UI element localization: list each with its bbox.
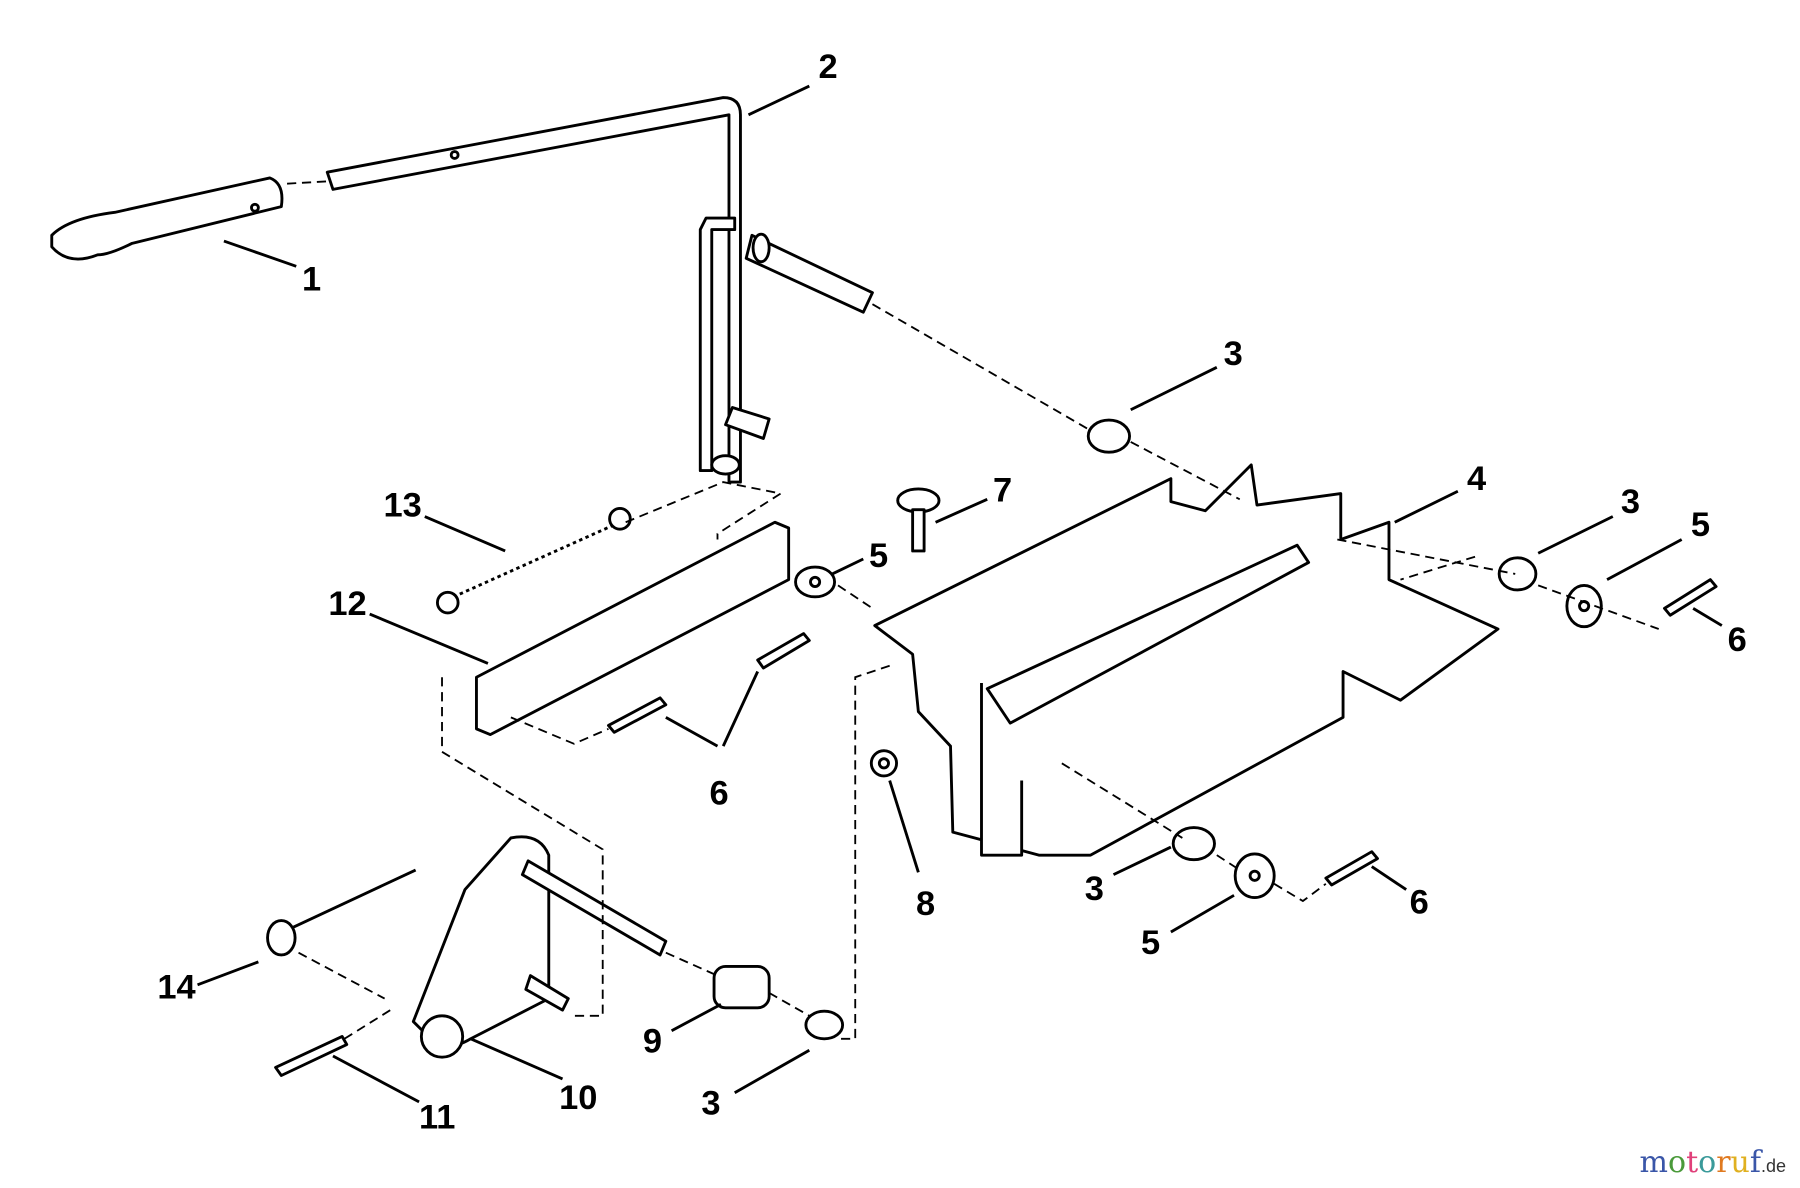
part-cotter-pin: [607, 696, 668, 734]
callout-12: 12: [328, 585, 366, 623]
watermark-letter: o: [1668, 1145, 1687, 1180]
part-washer: [1233, 852, 1276, 900]
watermark-brand: motoruf: [1640, 1145, 1761, 1180]
callout-6: 6: [1728, 621, 1747, 659]
part-bushing: [1497, 556, 1538, 592]
callout-14: 14: [157, 969, 195, 1007]
callout-5: 5: [1141, 924, 1160, 962]
callout-3: 3: [701, 1085, 720, 1123]
watermark-tld: .de: [1760, 1156, 1786, 1176]
leader-lines: [197, 84, 1723, 1104]
watermark-letter: t: [1686, 1145, 1699, 1180]
watermark-letter: m: [1639, 1145, 1668, 1180]
part-washer: [794, 565, 837, 599]
callout-3: 3: [1224, 335, 1243, 373]
part-rod-end: [266, 868, 417, 957]
part-plate: [475, 520, 791, 737]
watermark-letter: r: [1716, 1145, 1731, 1180]
callout-5: 5: [1691, 506, 1710, 544]
callout-10: 10: [559, 1079, 597, 1117]
part-bushing: [804, 1009, 845, 1041]
callout-2: 2: [819, 48, 838, 86]
callout-3: 3: [1085, 870, 1104, 908]
part-cotter-pin: [756, 632, 811, 670]
callout-3: 3: [1621, 483, 1640, 521]
callout-6: 6: [709, 775, 728, 813]
part-spring: [435, 507, 632, 615]
callout-8: 8: [916, 885, 935, 923]
part-cotter-pin: [274, 1035, 349, 1077]
part-cotter-pin: [1324, 850, 1379, 887]
callout-7: 7: [993, 472, 1012, 510]
callout-9: 9: [643, 1023, 662, 1061]
part-pivot-bracket: [411, 835, 668, 1059]
callout-6: 6: [1410, 884, 1429, 922]
watermark-letter: f: [1749, 1145, 1761, 1180]
watermark-letter: o: [1698, 1145, 1717, 1180]
callout-labels: 1 2 3 4 3 5 6 7 13 12 5 6 8 3 5 6 14 9 3…: [157, 48, 1746, 1136]
part-bushing: [1171, 826, 1216, 862]
callout-11: 11: [419, 1098, 455, 1136]
part-cotter-pin: [1663, 578, 1718, 617]
part-lever-rod: [325, 96, 874, 484]
callout-5: 5: [869, 537, 888, 575]
callout-13: 13: [383, 487, 421, 525]
callout-1: 1: [302, 260, 321, 298]
part-washer: [1565, 583, 1603, 629]
part-carriage-bolt: [896, 487, 941, 553]
watermark-logo: motoruf.de: [1640, 1145, 1786, 1180]
alignment-lines: [287, 180, 1660, 1040]
callout-4: 4: [1467, 460, 1486, 498]
part-bushing: [1086, 418, 1131, 454]
part-spacer: [712, 965, 771, 1010]
part-mounting-bracket: [873, 463, 1500, 857]
part-handle-grip: [50, 176, 284, 261]
part-nut: [869, 749, 898, 778]
watermark-letter: u: [1730, 1145, 1750, 1180]
